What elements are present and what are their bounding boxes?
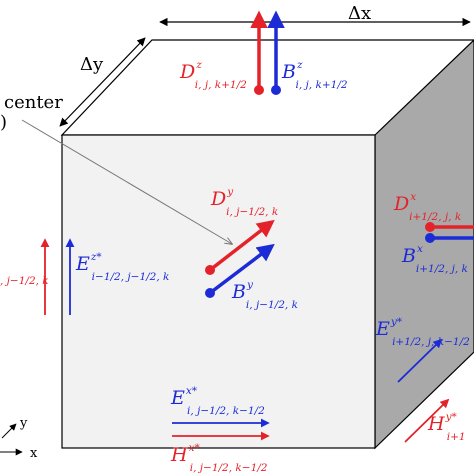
dz-point bbox=[254, 85, 264, 95]
ez-field-label: Ez*i−1/2, j−1/2, k bbox=[75, 251, 169, 283]
dx-point bbox=[425, 222, 435, 232]
hz-partial-label: , j−1/2, k bbox=[0, 275, 49, 287]
y-axis-arrow bbox=[1, 423, 17, 439]
cube-front-face bbox=[61, 134, 376, 449]
y-axis-label: y bbox=[19, 416, 28, 431]
by-arrow bbox=[208, 243, 275, 295]
by-point bbox=[205, 288, 215, 298]
dy-arrow bbox=[208, 219, 275, 272]
cell-center-label-cont: ) bbox=[0, 112, 7, 133]
dx-label: Δx bbox=[348, 3, 371, 24]
ex-field-label: Ex*i, j−1/2, k−1/2 bbox=[170, 385, 265, 417]
bx-point bbox=[425, 233, 435, 243]
hy-field-label: Hy*i+1 bbox=[427, 411, 466, 443]
dy-label: Δy bbox=[80, 54, 104, 75]
bz-point bbox=[271, 85, 281, 95]
x-axis-label: x bbox=[30, 446, 38, 461]
ey-arrow bbox=[397, 338, 443, 383]
dy-point bbox=[205, 265, 215, 275]
hy-arrow bbox=[404, 398, 450, 443]
cell-center-label: center bbox=[4, 92, 63, 113]
hx-field-label: Hx*i, j−1/2, k−1/2 bbox=[170, 442, 268, 474]
cell-center-pointer bbox=[21, 119, 232, 244]
dy-dimension-arrow bbox=[59, 37, 146, 127]
ey-field-label: Ey*i+1/2, j, k−1/2 bbox=[375, 316, 470, 348]
